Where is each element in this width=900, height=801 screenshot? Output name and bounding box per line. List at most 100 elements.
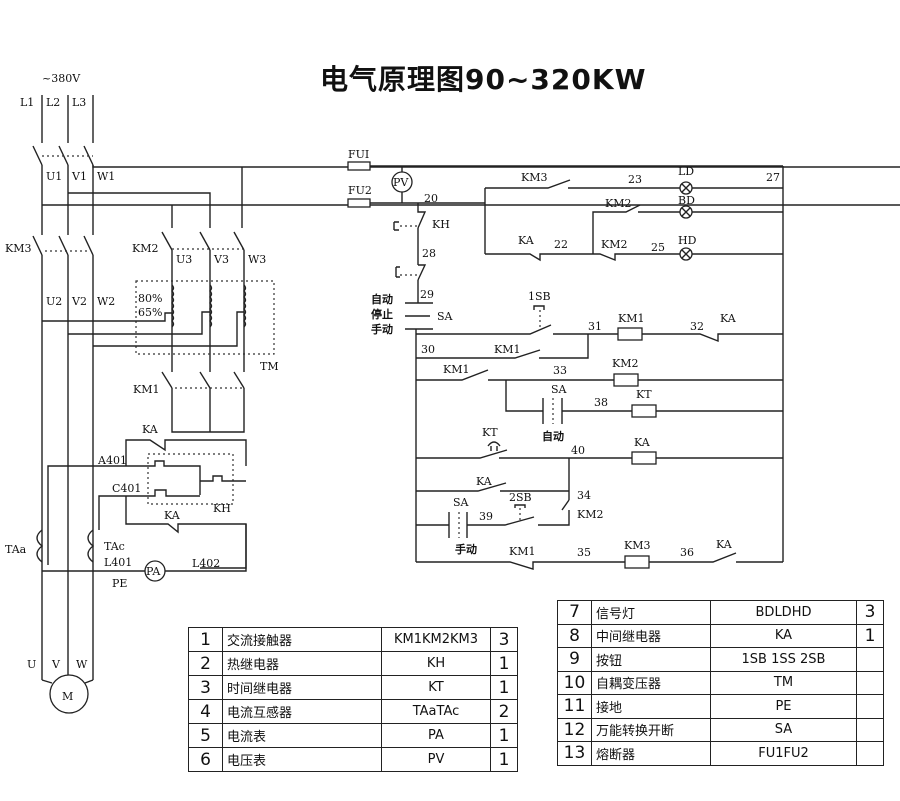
node-40: 40 bbox=[571, 444, 585, 457]
quantity: 1 bbox=[490, 675, 518, 700]
km2-label: KM2 bbox=[132, 242, 158, 255]
transformer-winding-u bbox=[171, 284, 175, 328]
sa-manual-contact-label: SA bbox=[453, 496, 470, 509]
lamp-hd-label: HD bbox=[678, 234, 697, 247]
diagram-title: 电气原理图90~320KW bbox=[320, 63, 647, 96]
motor-terminal-u: U bbox=[27, 658, 36, 671]
component-code: KA bbox=[710, 623, 857, 648]
km1-label: KM1 bbox=[133, 383, 159, 396]
lamp-ld-cross bbox=[681, 183, 691, 193]
km1-no-contact bbox=[416, 369, 489, 381]
km3-blade-2 bbox=[58, 235, 69, 256]
tm-label: TM bbox=[260, 360, 279, 373]
kh-nc-contact bbox=[417, 203, 427, 229]
component-code: PA bbox=[381, 723, 491, 748]
km3-blade-1 bbox=[32, 235, 43, 256]
item-number: 11 bbox=[557, 694, 592, 719]
node-27: 27 bbox=[766, 171, 780, 184]
motor-lead-u bbox=[41, 679, 53, 684]
item-number: 13 bbox=[557, 741, 592, 766]
item-number: 7 bbox=[557, 600, 592, 625]
tap-wire-u bbox=[42, 312, 172, 322]
km2-coil-label: KM2 bbox=[612, 357, 638, 370]
ka-nc-label: KA bbox=[720, 312, 737, 325]
node-34: 34 bbox=[577, 489, 591, 502]
label-v3: V3 bbox=[213, 253, 229, 266]
ka-no-contact-36 bbox=[649, 552, 737, 563]
motor-symbol bbox=[49, 674, 89, 714]
node-32: 32 bbox=[690, 320, 704, 333]
node-30: 30 bbox=[421, 343, 435, 356]
component-code: KM1KM2KM3 bbox=[381, 627, 491, 652]
tap-80-label: 80% bbox=[138, 292, 162, 305]
quantity bbox=[856, 741, 884, 766]
coil-km2 bbox=[613, 373, 639, 387]
sa-stop-label: 停止 bbox=[371, 307, 393, 321]
km1-blade-2 bbox=[199, 371, 211, 389]
quantity: 2 bbox=[490, 699, 518, 724]
item-number: 8 bbox=[557, 623, 592, 648]
wire-a401 bbox=[47, 460, 201, 565]
control-circuit: FUI FU2 PV 20 KH 28 29 自动 停止 手动 SA bbox=[347, 148, 784, 570]
label-u1: U1 bbox=[46, 170, 62, 183]
quantity bbox=[856, 647, 884, 672]
item-number: 10 bbox=[557, 670, 592, 695]
ka-top-contact bbox=[125, 439, 247, 466]
item-number: 1 bbox=[188, 627, 223, 652]
node-23: 23 bbox=[628, 173, 642, 186]
fu1-label: FUI bbox=[348, 148, 369, 161]
sa-auto-label: 自动 bbox=[371, 292, 393, 306]
ct-tac-coil bbox=[87, 529, 95, 563]
motor-lead-w bbox=[84, 679, 94, 684]
km3-label: KM3 bbox=[5, 242, 31, 255]
pa-label: PA bbox=[146, 565, 161, 578]
component-code: 1SB 1SS 2SB bbox=[710, 647, 857, 672]
component-name: 熔断器 bbox=[591, 741, 711, 766]
phase-label-l3: L3 bbox=[72, 96, 86, 109]
pv-label: PV bbox=[393, 176, 409, 189]
kh-reset-icon bbox=[393, 221, 399, 231]
component-name: 交流接触器 bbox=[222, 627, 382, 652]
label-u2: U2 bbox=[46, 295, 62, 308]
label-w3: W3 bbox=[248, 253, 266, 266]
ka-hold-label: KA bbox=[476, 475, 493, 488]
motor-label: M bbox=[62, 690, 73, 703]
km2-nc-label: KM2 bbox=[577, 508, 603, 521]
component-code: TM bbox=[710, 670, 857, 695]
quantity: 1 bbox=[490, 723, 518, 748]
fu2-label: FU2 bbox=[348, 184, 372, 197]
node-20: 20 bbox=[424, 192, 438, 205]
item-number: 9 bbox=[557, 647, 592, 672]
km2-nc-return bbox=[538, 510, 570, 526]
node-35: 35 bbox=[577, 546, 591, 559]
bus-v1 bbox=[68, 192, 211, 228]
km1-nc-label: KM1 bbox=[509, 545, 535, 558]
component-code: FU1FU2 bbox=[710, 741, 857, 766]
sb1-label: 1SB bbox=[528, 290, 551, 303]
phase-label-l2: L2 bbox=[46, 96, 60, 109]
component-code: PE bbox=[710, 694, 857, 719]
component-code: BDLDHD bbox=[710, 600, 857, 625]
km1-coil-label: KM1 bbox=[618, 312, 644, 325]
wire-l402 bbox=[165, 524, 247, 572]
node-38: 38 bbox=[594, 396, 608, 409]
label-w2: W2 bbox=[97, 295, 115, 308]
component-name: 时间继电器 bbox=[222, 675, 382, 700]
ka-nc-contact-32 bbox=[642, 333, 783, 343]
coil-km3 bbox=[624, 555, 650, 569]
lamp-bd-cross bbox=[681, 207, 691, 217]
km3-lamp-contact bbox=[485, 179, 571, 189]
kh-heater bbox=[200, 475, 246, 482]
label-v2: V2 bbox=[71, 295, 87, 308]
sa-auto-contact-label: SA bbox=[551, 383, 568, 396]
km1-hold-contact bbox=[416, 349, 541, 359]
node-36: 36 bbox=[680, 546, 694, 559]
a401-label: A401 bbox=[97, 454, 127, 467]
